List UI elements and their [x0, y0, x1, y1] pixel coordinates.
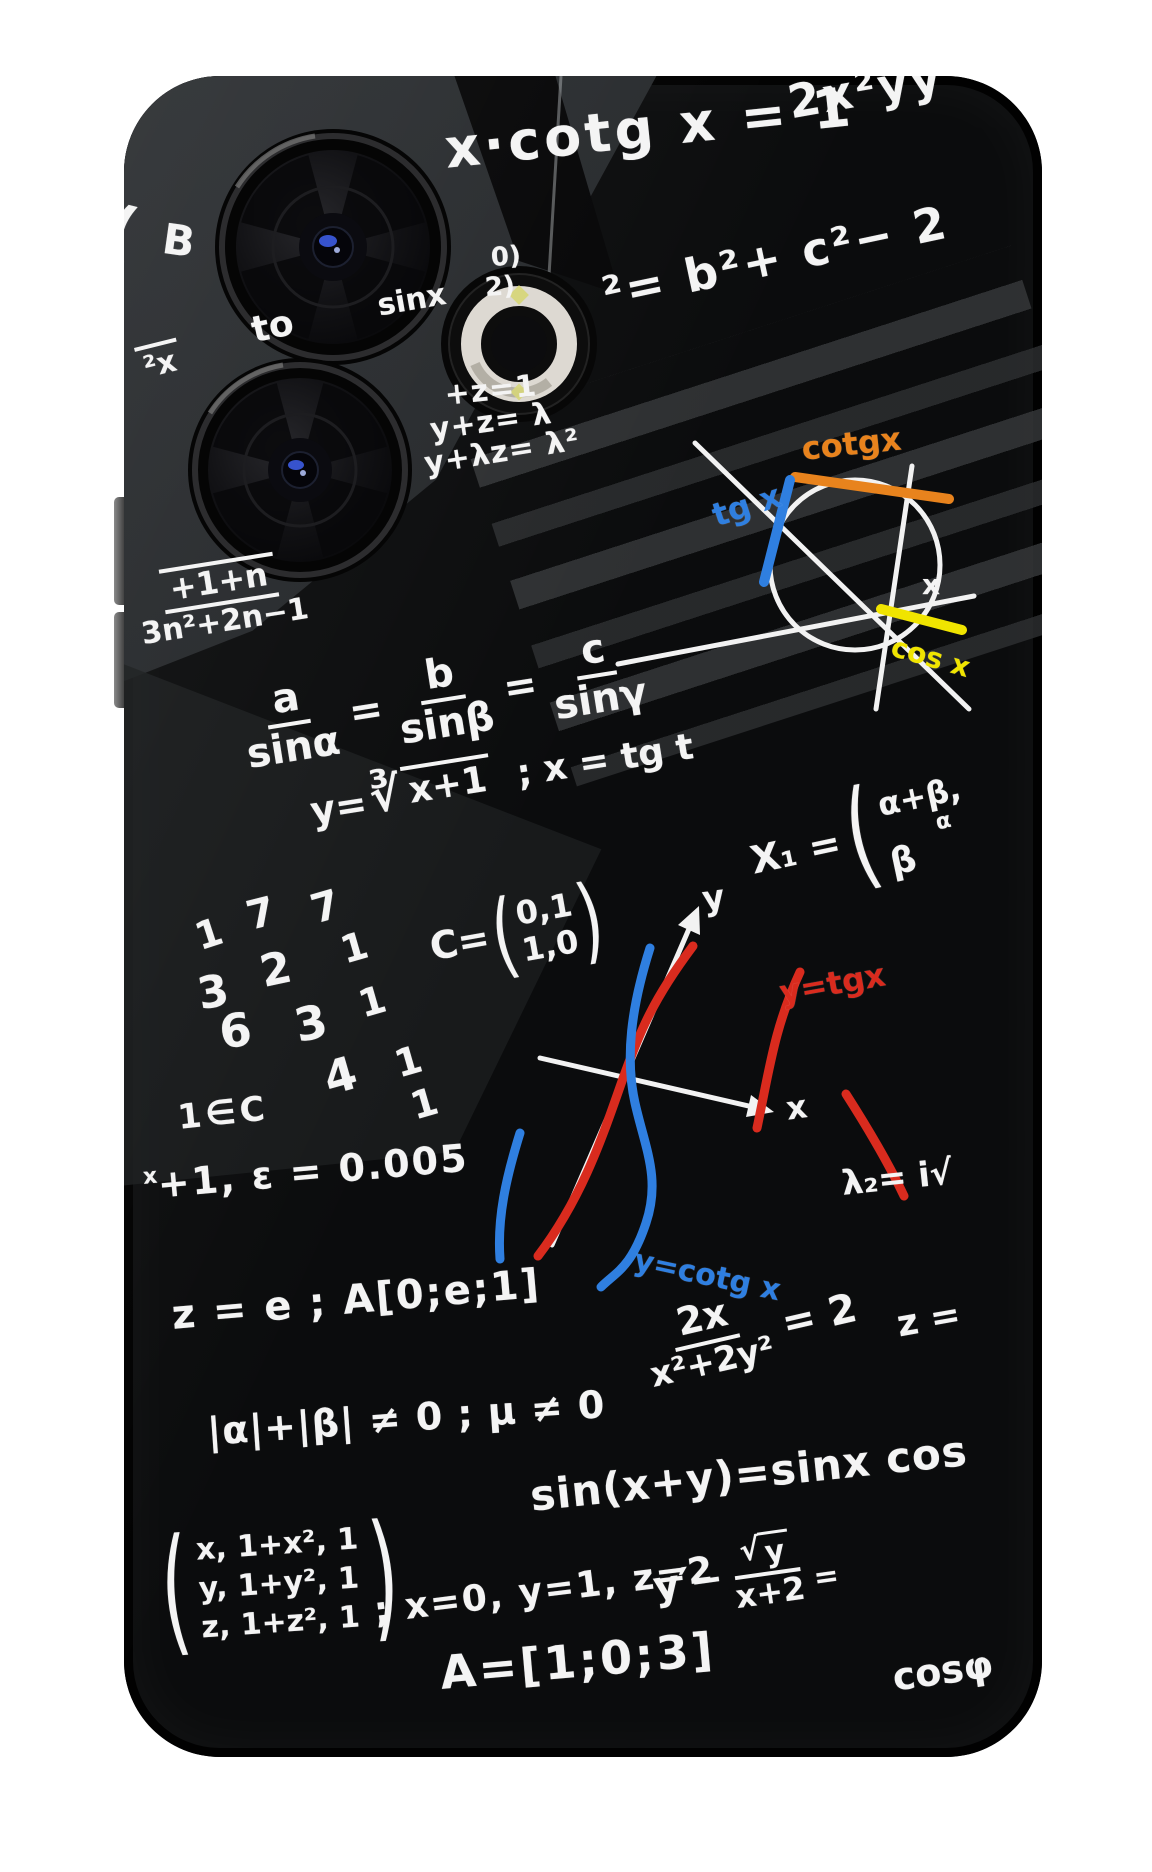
trig-circle-diagram	[615, 440, 977, 712]
tangent-graph	[494, 906, 909, 1292]
graph-x-label: x	[783, 1087, 810, 1128]
diagram-x-label: x	[922, 568, 941, 601]
tg-segment	[759, 475, 795, 587]
formula-frac02-top: 0)	[489, 240, 522, 273]
formula-tan-partial: to	[247, 302, 298, 352]
camera-lens-secondary	[188, 358, 412, 582]
case-artwork	[188, 76, 977, 1292]
formula-matrix-3: ( x, 1+x², 1 y, 1+y², 1 z, 1+z², 1 )	[155, 1494, 404, 1671]
number-6: 6	[215, 1001, 255, 1060]
cotg-segment	[790, 472, 954, 504]
cos-segment	[876, 604, 967, 635]
phone-case: 2x²yy' x·cotg x = 1 B ( 0) 2) ²= b²+ c²−…	[124, 76, 1042, 1757]
cotg-curve-left	[494, 1128, 525, 1264]
tg-curve-lower	[841, 1089, 909, 1201]
camera-lens-primary	[215, 129, 451, 365]
cotg-curve-main	[596, 943, 657, 1292]
tg-curve-main	[533, 941, 698, 1261]
flash-ring	[441, 266, 597, 422]
tg-curve-right	[752, 967, 805, 1133]
formula-label-b: B	[159, 214, 198, 267]
formula-frac02-bot: 2)	[483, 270, 516, 303]
